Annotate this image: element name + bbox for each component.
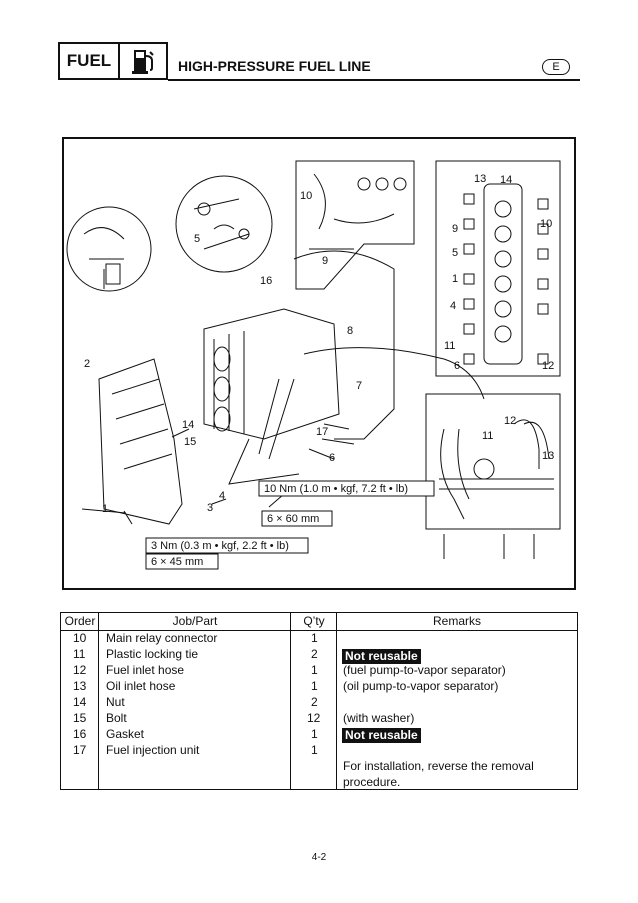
table-row: 13 Oil inlet hose 1 (oil pump-to-vapor s… <box>61 679 577 695</box>
row-part: Plastic locking tie <box>106 647 199 661</box>
row-remarks: (with washer) <box>343 711 415 725</box>
row-order: 12 <box>73 663 87 677</box>
inset-callout-5: 5 <box>452 247 458 259</box>
callout-1: 1 <box>102 503 108 515</box>
callout-14: 14 <box>182 419 194 431</box>
table-row: 12 Fuel inlet hose 1 (fuel pump-to-vapor… <box>61 663 577 679</box>
not-reusable-badge: Not reusable <box>342 728 421 743</box>
inset-callout-13: 13 <box>474 173 486 185</box>
column-divider <box>290 613 291 789</box>
callout-13: 13 <box>542 450 554 462</box>
detail-circle-mid <box>175 175 273 273</box>
row-qty: 1 <box>311 727 318 741</box>
callout-16: 16 <box>260 275 272 287</box>
row-qty: 2 <box>311 647 318 661</box>
inset-callout-14: 14 <box>500 174 512 186</box>
callout-2: 2 <box>84 358 90 370</box>
exploded-diagram: 10 Nm (1.0 m • kgf, 7.2 ft • lb) 6 × 60 … <box>62 137 576 590</box>
table-row: 16 Gasket 1 Not reusable <box>61 727 577 743</box>
callout-10: 10 <box>300 190 312 202</box>
row-qty: 1 <box>311 743 318 757</box>
table-row: 10 Main relay connector 1 <box>61 631 577 647</box>
row-part: Fuel inlet hose <box>106 663 185 677</box>
row-qty: 1 <box>311 679 318 693</box>
detail-circle-left <box>66 206 152 292</box>
row-remarks: (oil pump-to-vapor separator) <box>343 679 499 693</box>
row-qty: 12 <box>307 711 321 725</box>
inset-callout-1: 1 <box>452 273 458 285</box>
inset-hose <box>425 393 561 559</box>
header-remarks: Remarks <box>432 614 481 628</box>
header-qty: Q’ty <box>303 614 325 628</box>
row-order: 13 <box>73 679 87 693</box>
callout-11: 11 <box>482 430 493 442</box>
page-title: HIGH-PRESSURE FUEL LINE <box>178 58 371 74</box>
section-badge: FUEL <box>58 42 168 80</box>
row-order: 15 <box>73 711 87 725</box>
table-header: Order Job/Part Q’ty Remarks <box>61 613 577 631</box>
row-order: 14 <box>73 695 87 709</box>
callout-15: 15 <box>184 436 196 448</box>
header-part: Job/Part <box>172 614 218 628</box>
row-qty: 1 <box>311 631 318 645</box>
row-order: 11 <box>73 647 86 661</box>
fuel-injection-unit-drawing <box>203 250 485 485</box>
not-reusable-badge: Not reusable <box>342 649 421 664</box>
parts-table: Order Job/Part Q’ty Remarks 10 Main rela… <box>60 612 578 790</box>
inset-connector <box>295 160 415 290</box>
inset-callout-10: 10 <box>540 218 552 230</box>
size-label-6x60: 6 × 60 mm <box>261 510 333 527</box>
inset-callout-9: 9 <box>452 223 458 235</box>
callout-4: 4 <box>219 490 225 502</box>
cover-drawing <box>98 358 183 525</box>
row-qty: 1 <box>311 663 318 677</box>
size-label-6x45: 6 × 45 mm <box>145 553 219 570</box>
section-label: FUEL <box>60 44 120 78</box>
inset-callout-12: 6 <box>454 360 460 372</box>
row-order: 16 <box>73 727 87 741</box>
column-divider <box>336 613 337 789</box>
row-part: Bolt <box>106 711 127 725</box>
row-part: Oil inlet hose <box>106 679 176 693</box>
inset-injection-unit <box>435 160 561 377</box>
installation-note: For installation, reverse the removal pr… <box>343 759 534 789</box>
row-part: Main relay connector <box>106 631 218 645</box>
header-order: Order <box>64 614 96 628</box>
torque-label-10nm: 10 Nm (1.0 m • kgf, 7.2 ft • lb) <box>258 480 435 497</box>
torque-text-3nm: 3 Nm (0.3 m • kgf, 2.2 ft • lb) <box>151 540 289 552</box>
row-order: 17 <box>73 743 87 757</box>
table-row: 14 Nut 2 <box>61 695 577 711</box>
row-part: Gasket <box>106 727 145 741</box>
row-qty: 2 <box>311 695 318 709</box>
size-text-6x60: 6 × 60 mm <box>267 513 319 525</box>
torque-text-10nm: 10 Nm (1.0 m • kgf, 7.2 ft • lb) <box>264 483 408 495</box>
callout-9: 9 <box>322 255 328 267</box>
callout-3: 3 <box>207 502 213 514</box>
callout-7: 7 <box>356 380 362 392</box>
page-number: 4-2 <box>311 852 327 863</box>
fuel-pump-icon <box>120 44 166 78</box>
inset-callout-14b: 11 <box>444 340 455 352</box>
inset-callout-4: 4 <box>450 300 456 312</box>
language-badge: E <box>542 59 570 75</box>
table-row: 17 Fuel injection unit 1 <box>61 743 577 759</box>
callout-6: 6 <box>329 452 335 464</box>
row-order: 10 <box>73 631 87 645</box>
callout-12: 12 <box>504 415 516 427</box>
column-divider <box>98 613 99 789</box>
table-row: 11 Plastic locking tie 2 Not reusable <box>61 647 577 664</box>
callout-8: 8 <box>347 325 353 337</box>
row-remarks: (fuel pump-to-vapor separator) <box>343 663 506 677</box>
row-part: Fuel injection unit <box>106 743 200 757</box>
table-row: 15 Bolt 12 (with washer) <box>61 711 577 727</box>
torque-label-3nm: 3 Nm (0.3 m • kgf, 2.2 ft • lb) <box>145 537 309 554</box>
callout-5: 5 <box>194 233 200 245</box>
row-part: Nut <box>106 695 125 709</box>
size-text-6x45: 6 × 45 mm <box>151 556 203 568</box>
header-rule <box>168 79 580 81</box>
callout-17: 17 <box>316 426 328 438</box>
inset-callout-11: 12 <box>542 360 554 372</box>
